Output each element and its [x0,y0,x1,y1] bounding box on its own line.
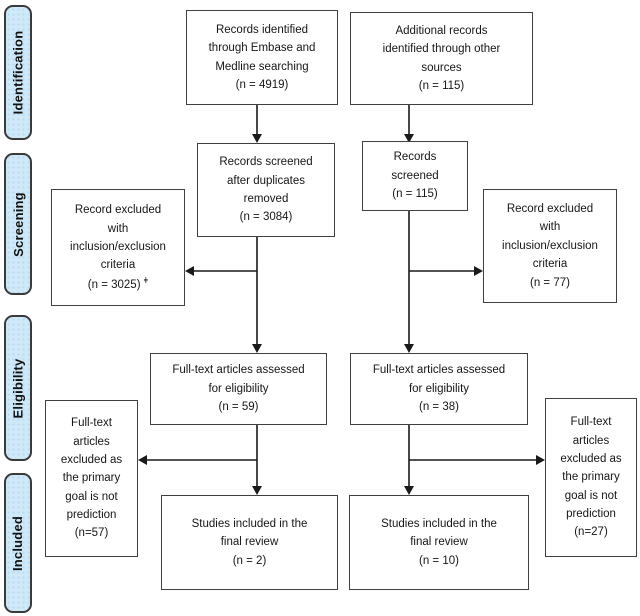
box-text: Record excluded with inclusion/exclusion… [502,203,598,289]
box-text: Studies included in the final review (n … [191,517,308,567]
box-text: Additional records identified through ot… [382,24,501,92]
box-records-excluded-screening-main: Record excluded with inclusion/exclusion… [51,189,185,306]
box-text: Records identified through Embase and Me… [208,23,316,91]
box-studies-included-other: Studies included in the final review (n … [349,495,529,590]
stage-label-text: Screening [10,191,26,257]
stage-label-text: Identification [10,30,26,115]
arrow-excluded-screening-other [409,266,483,276]
box-fulltext-assessed-main: Full-text articles assessed for eligibil… [150,353,327,425]
arrow-identified-to-screened-other [404,105,414,143]
box-text: Records screened after duplicates remove… [219,156,313,224]
arrow-excluded-screening-main [185,266,257,276]
arrow-identified-to-screened-main [252,105,262,143]
box-text: Full-text articles excluded as the prima… [560,416,622,539]
box-count: (n = 3025) [87,278,141,291]
box-text: Record excluded with inclusion/exclusion… [70,204,166,272]
arrow-excluded-fulltext-other [409,455,545,465]
box-fulltext-assessed-other: Full-text articles assessed for eligibil… [350,353,528,425]
footnote-mark: ǂ [143,275,149,285]
arrow-fulltext-to-included-other [404,425,414,495]
box-records-screened-other: Records screened (n = 115) [362,141,468,211]
box-count-line: (n = 3025)ǂ [88,275,148,294]
box-records-screened-after-duplicates: Records screened after duplicates remove… [197,143,335,237]
box-text: Full-text articles excluded as the prima… [60,417,123,540]
box-text: Records screened (n = 115) [391,151,439,201]
box-text: Studies included in the final review (n … [381,517,497,567]
stage-label-text: Eligibility [10,358,26,418]
arrow-excluded-fulltext-main [138,455,257,465]
arrow-fulltext-to-included-main [252,425,262,495]
arrow-screened-to-fulltext-other [404,211,414,353]
box-text: Full-text articles assessed for eligibil… [372,364,506,414]
stage-label-included: Included [4,473,32,613]
box-records-identified-embase-medline: Records identified through Embase and Me… [186,10,338,105]
box-additional-records-other-sources: Additional records identified through ot… [350,12,533,105]
stage-label-eligibility: Eligibility [4,315,32,461]
stage-label-screening: Screening [4,153,32,295]
box-studies-included-main: Studies included in the final review (n … [161,495,338,590]
stage-label-text: Included [10,515,26,571]
stage-label-identification: Identification [4,5,32,140]
box-fulltext-excluded-other: Full-text articles excluded as the prima… [545,398,637,557]
arrow-screened-to-fulltext-main [252,237,262,353]
box-fulltext-excluded-main: Full-text articles excluded as the prima… [45,400,138,557]
box-text: Full-text articles assessed for eligibil… [172,364,305,414]
box-records-excluded-screening-other: Record excluded with inclusion/exclusion… [483,189,617,303]
